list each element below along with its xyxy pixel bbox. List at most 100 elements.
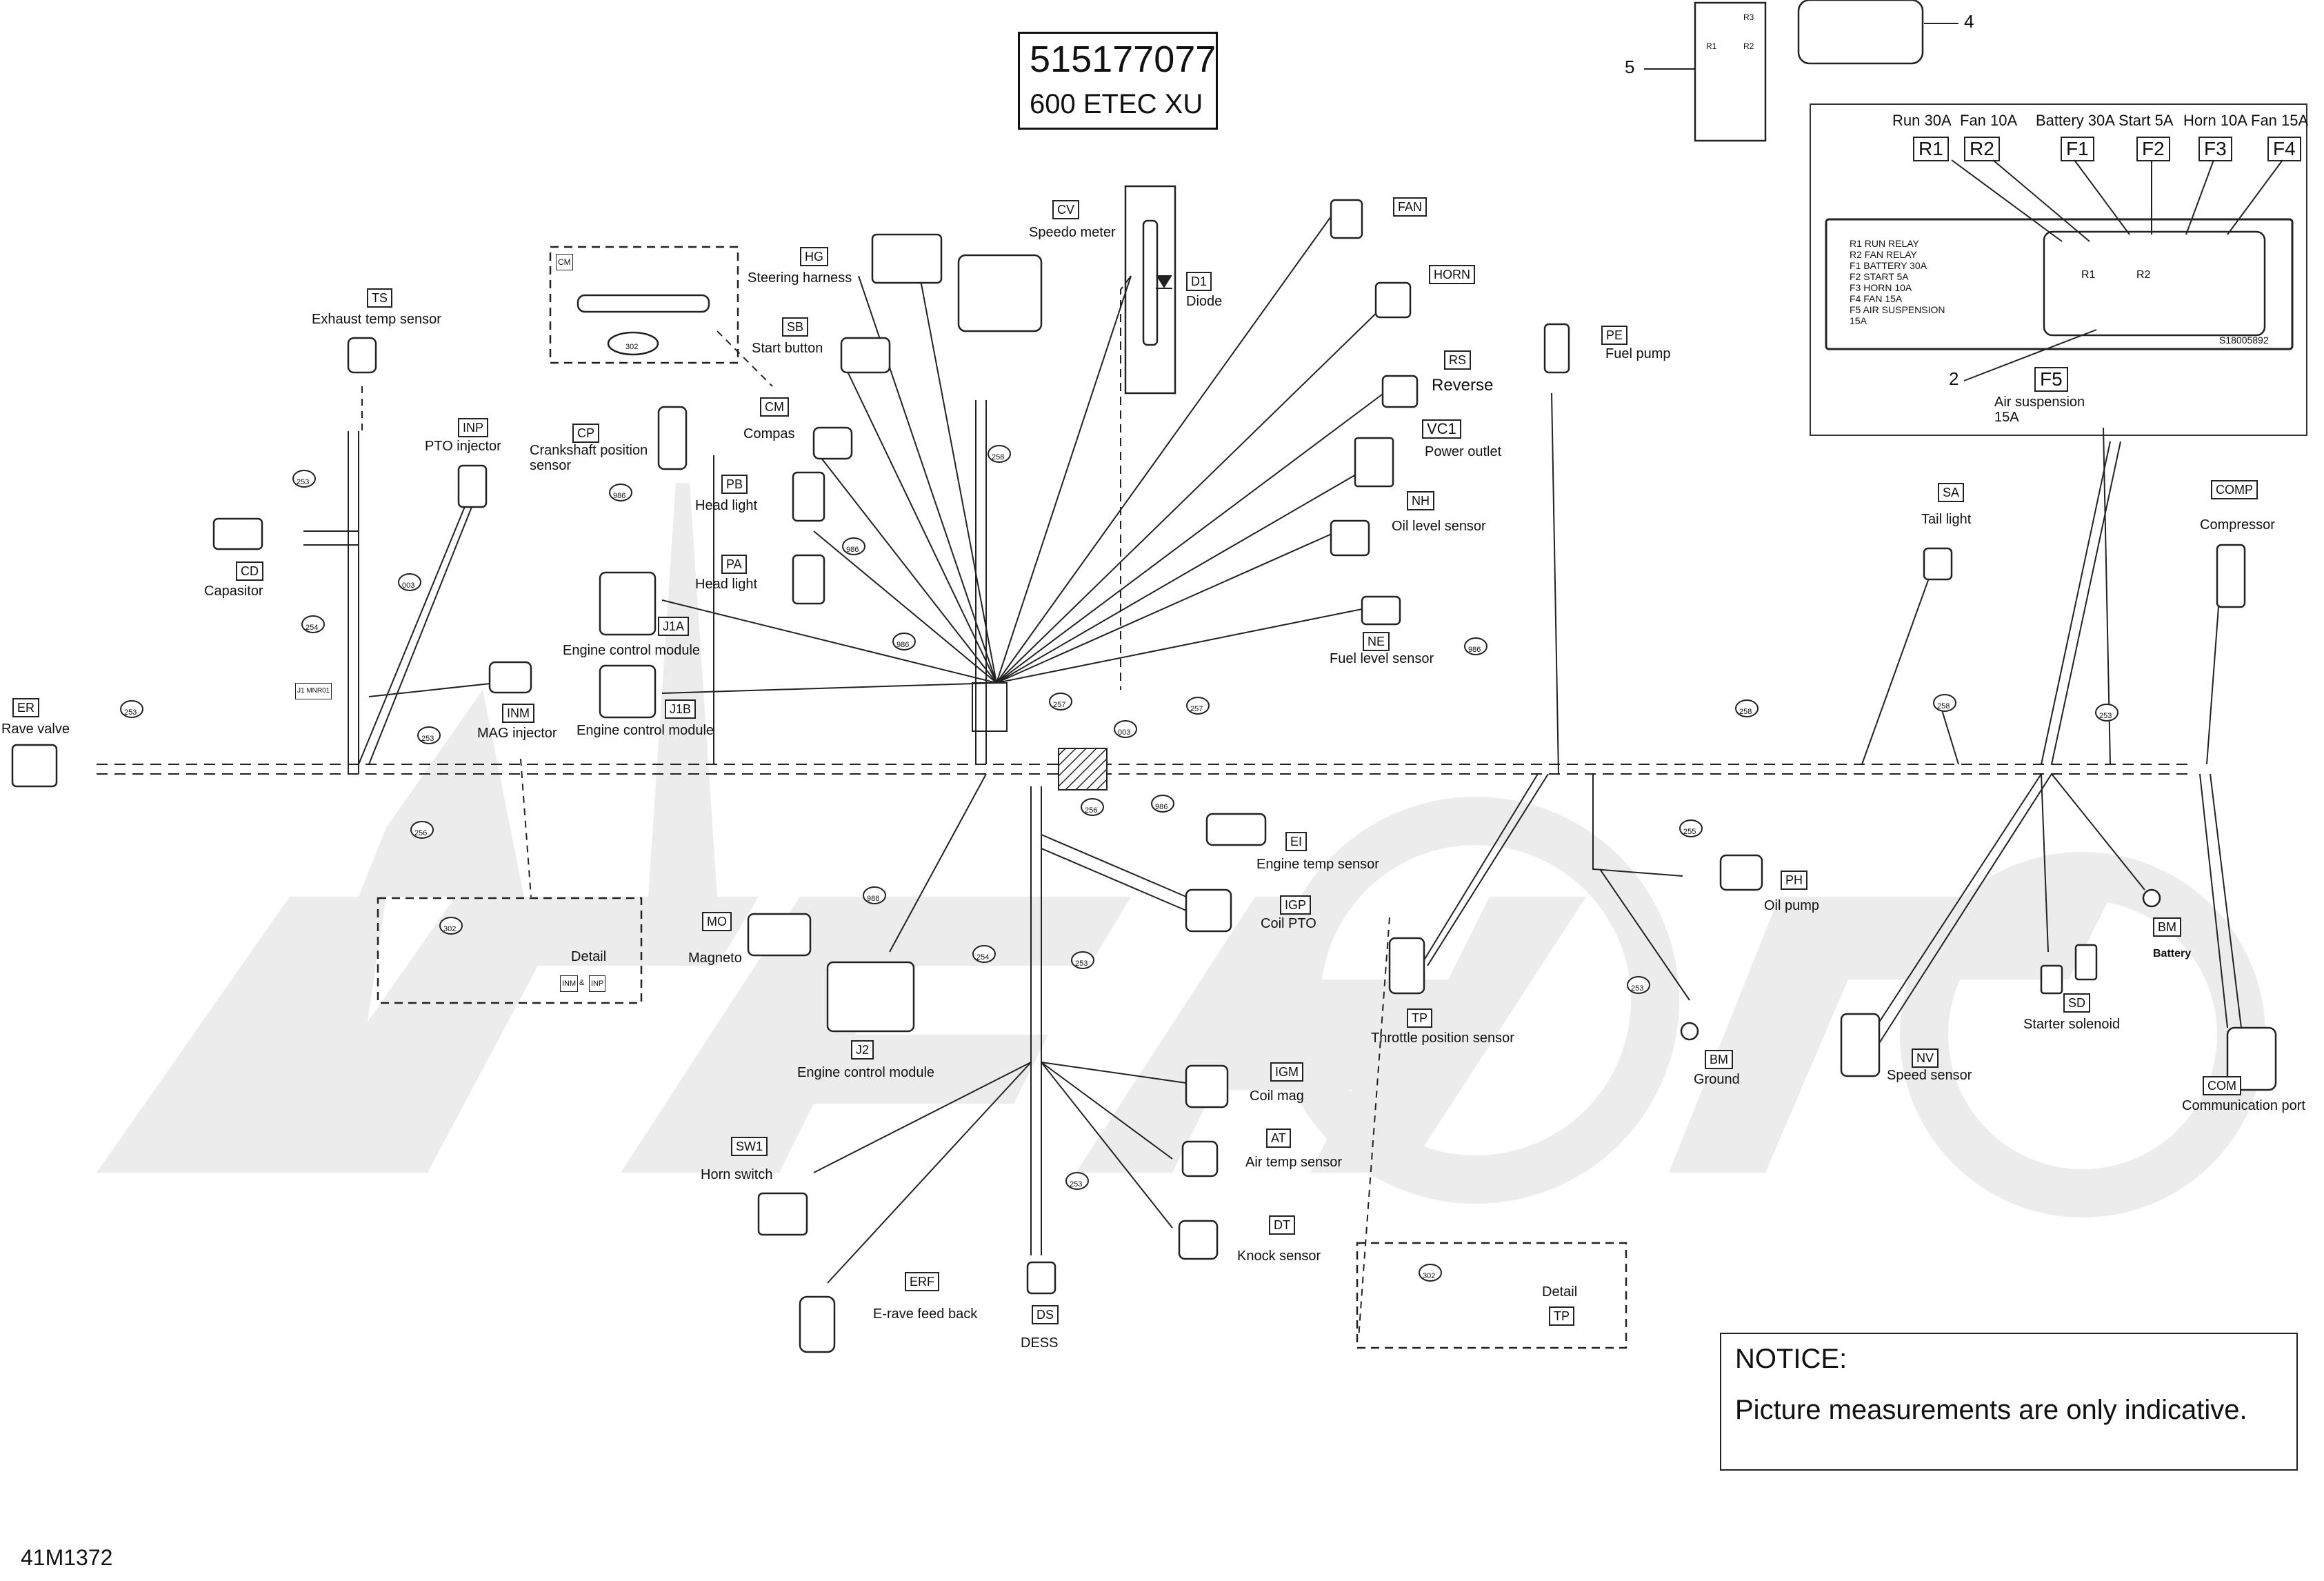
inm-detail-box [377, 897, 643, 1004]
label-diode: Diode [1186, 294, 1223, 309]
fuse-code-f4: F4 [2267, 137, 2301, 161]
wire-254-b: 254 [976, 953, 990, 962]
fuse-legend-6: F5 AIR SUSPENSION [1850, 304, 1945, 315]
label-head-light-pb: Head light [695, 498, 758, 513]
label-speed-sensor: Speed sensor [1887, 1068, 1972, 1083]
callout-5: 5 [1625, 57, 1635, 77]
label-erave-feedback: E-rave feed back [873, 1306, 978, 1322]
callout-4: 4 [1964, 11, 1974, 32]
code-nh: NH [1407, 491, 1434, 510]
connector-cm-shape [812, 426, 853, 460]
connector-tp-shape [1388, 937, 1425, 995]
label-exhaust-temp: Exhaust temp sensor [312, 312, 441, 327]
label-engine-temp: Engine temp sensor [1256, 857, 1379, 872]
label-coil-pto: Coil PTO [1261, 916, 1316, 931]
code-vc1: VC1 [1422, 419, 1461, 439]
code-sw1: SW1 [731, 1137, 768, 1156]
connector-at-shape [1181, 1140, 1219, 1177]
fuse-box-panel [1810, 103, 2307, 436]
connector-ts-shape [347, 337, 377, 374]
code-j2: J2 [851, 1040, 874, 1060]
code-j1b: J1B [665, 699, 697, 719]
fuse-header-3: Start 5A [2118, 112, 2174, 129]
notice-box: NOTICE: Picture measurements are only in… [1720, 1333, 2298, 1471]
fuse-header-2: Battery 30A [2036, 112, 2115, 129]
label-capasitor: Capasitor [204, 584, 263, 599]
code-inm: INM [502, 704, 534, 723]
code-mo: MO [702, 912, 732, 931]
fuse-code-f5: F5 [2034, 367, 2068, 392]
code-igp: IGP [1280, 895, 1312, 915]
label-coil-mag: Coil mag [1250, 1088, 1304, 1104]
connector-pb-shape [792, 471, 825, 522]
wire-258-c: 258 [1937, 702, 1950, 710]
code-igm: IGM [1270, 1062, 1303, 1082]
label-communication-port: Communication port [2182, 1098, 2305, 1113]
connector-comp-shape [2216, 544, 2246, 608]
connector-nv-shape [1840, 1013, 1881, 1077]
connector-mo-shape [747, 913, 812, 957]
wire-302-a: 302 [443, 925, 457, 933]
code-fan: FAN [1393, 197, 1428, 217]
connector-j1b-shape [599, 664, 657, 719]
code-comp: COMP [2211, 480, 2258, 499]
wire-986-a: 986 [613, 492, 626, 500]
connector-inm-shape [488, 661, 532, 694]
label-knock-sensor: Knock sensor [1237, 1249, 1321, 1264]
label-throttle-position: Throttle position sensor [1371, 1031, 1514, 1046]
connector-fan-shape [1330, 199, 1363, 239]
connector-j2-shape [826, 961, 915, 1033]
model-name: 600 ETEC XU [1030, 89, 1203, 119]
connector-erf-shape [799, 1295, 836, 1353]
callout-2: 2 [1949, 368, 1959, 389]
fuse-legend-2: F1 BATTERY 30A [1850, 260, 1927, 271]
connector-com-shape [2226, 1026, 2277, 1091]
connector-cd-shape [212, 517, 263, 550]
fuse-legend-4: F3 HORN 10A [1850, 282, 1912, 293]
connector-vc1-shape [1354, 437, 1394, 488]
connector-er-shape [11, 744, 58, 788]
code-sb: SB [782, 317, 809, 337]
connector-igp-shape [1185, 888, 1232, 933]
label-dess: DESS [1021, 1335, 1059, 1351]
wire-302-c: 302 [625, 343, 639, 351]
fuse-code-f2: F2 [2136, 137, 2170, 161]
code-cm: CM [760, 397, 789, 417]
code-d1: D1 [1186, 272, 1212, 291]
wire-257-b: 257 [1190, 705, 1203, 713]
wire-986-d: 986 [1155, 803, 1168, 811]
code-pe: PE [1601, 326, 1628, 345]
code-j1a: J1A [658, 617, 690, 636]
code-sd: SD [2063, 993, 2091, 1013]
connector-sd2-shape [2074, 944, 2098, 981]
code-ph: PH [1781, 871, 1808, 890]
label-magneto: Magneto [688, 951, 742, 966]
fuse-inner-r2: R2 [2136, 269, 2151, 281]
fuse-header-1: Fan 10A [1960, 112, 2018, 129]
fuse-legend-7: 15A [1850, 315, 1867, 326]
detail-tp-tag: TP [1549, 1306, 1575, 1326]
wire-253-b: 253 [297, 478, 310, 486]
label-rave-valve: Rave valve [1, 722, 70, 737]
label-oil-pump: Oil pump [1764, 898, 1820, 913]
label-compas: Compas [743, 426, 795, 441]
label-horn-switch: Horn switch [701, 1167, 773, 1182]
label-compressor: Compressor [2200, 517, 2275, 533]
wire-986-c: 986 [896, 641, 910, 649]
wire-254-a: 254 [305, 624, 319, 632]
label-fuel-level: Fuel level sensor [1330, 651, 1434, 666]
wire-253-a: 253 [124, 708, 137, 717]
sheet-r2: R2 [1743, 41, 1754, 51]
connector-j1a-shape [599, 571, 657, 636]
detail-amp: & [579, 979, 585, 987]
code-pa: PA [721, 555, 747, 574]
code-ts: TS [367, 288, 393, 308]
code-at: AT [1266, 1128, 1291, 1148]
drawing-code: 41M1372 [21, 1545, 113, 1570]
label-ecm-j2: Engine control module [797, 1065, 935, 1080]
label-reverse: Reverse [1432, 376, 1494, 395]
connector-horn-shape [1374, 281, 1412, 319]
label-head-light-pa: Head light [695, 577, 758, 592]
